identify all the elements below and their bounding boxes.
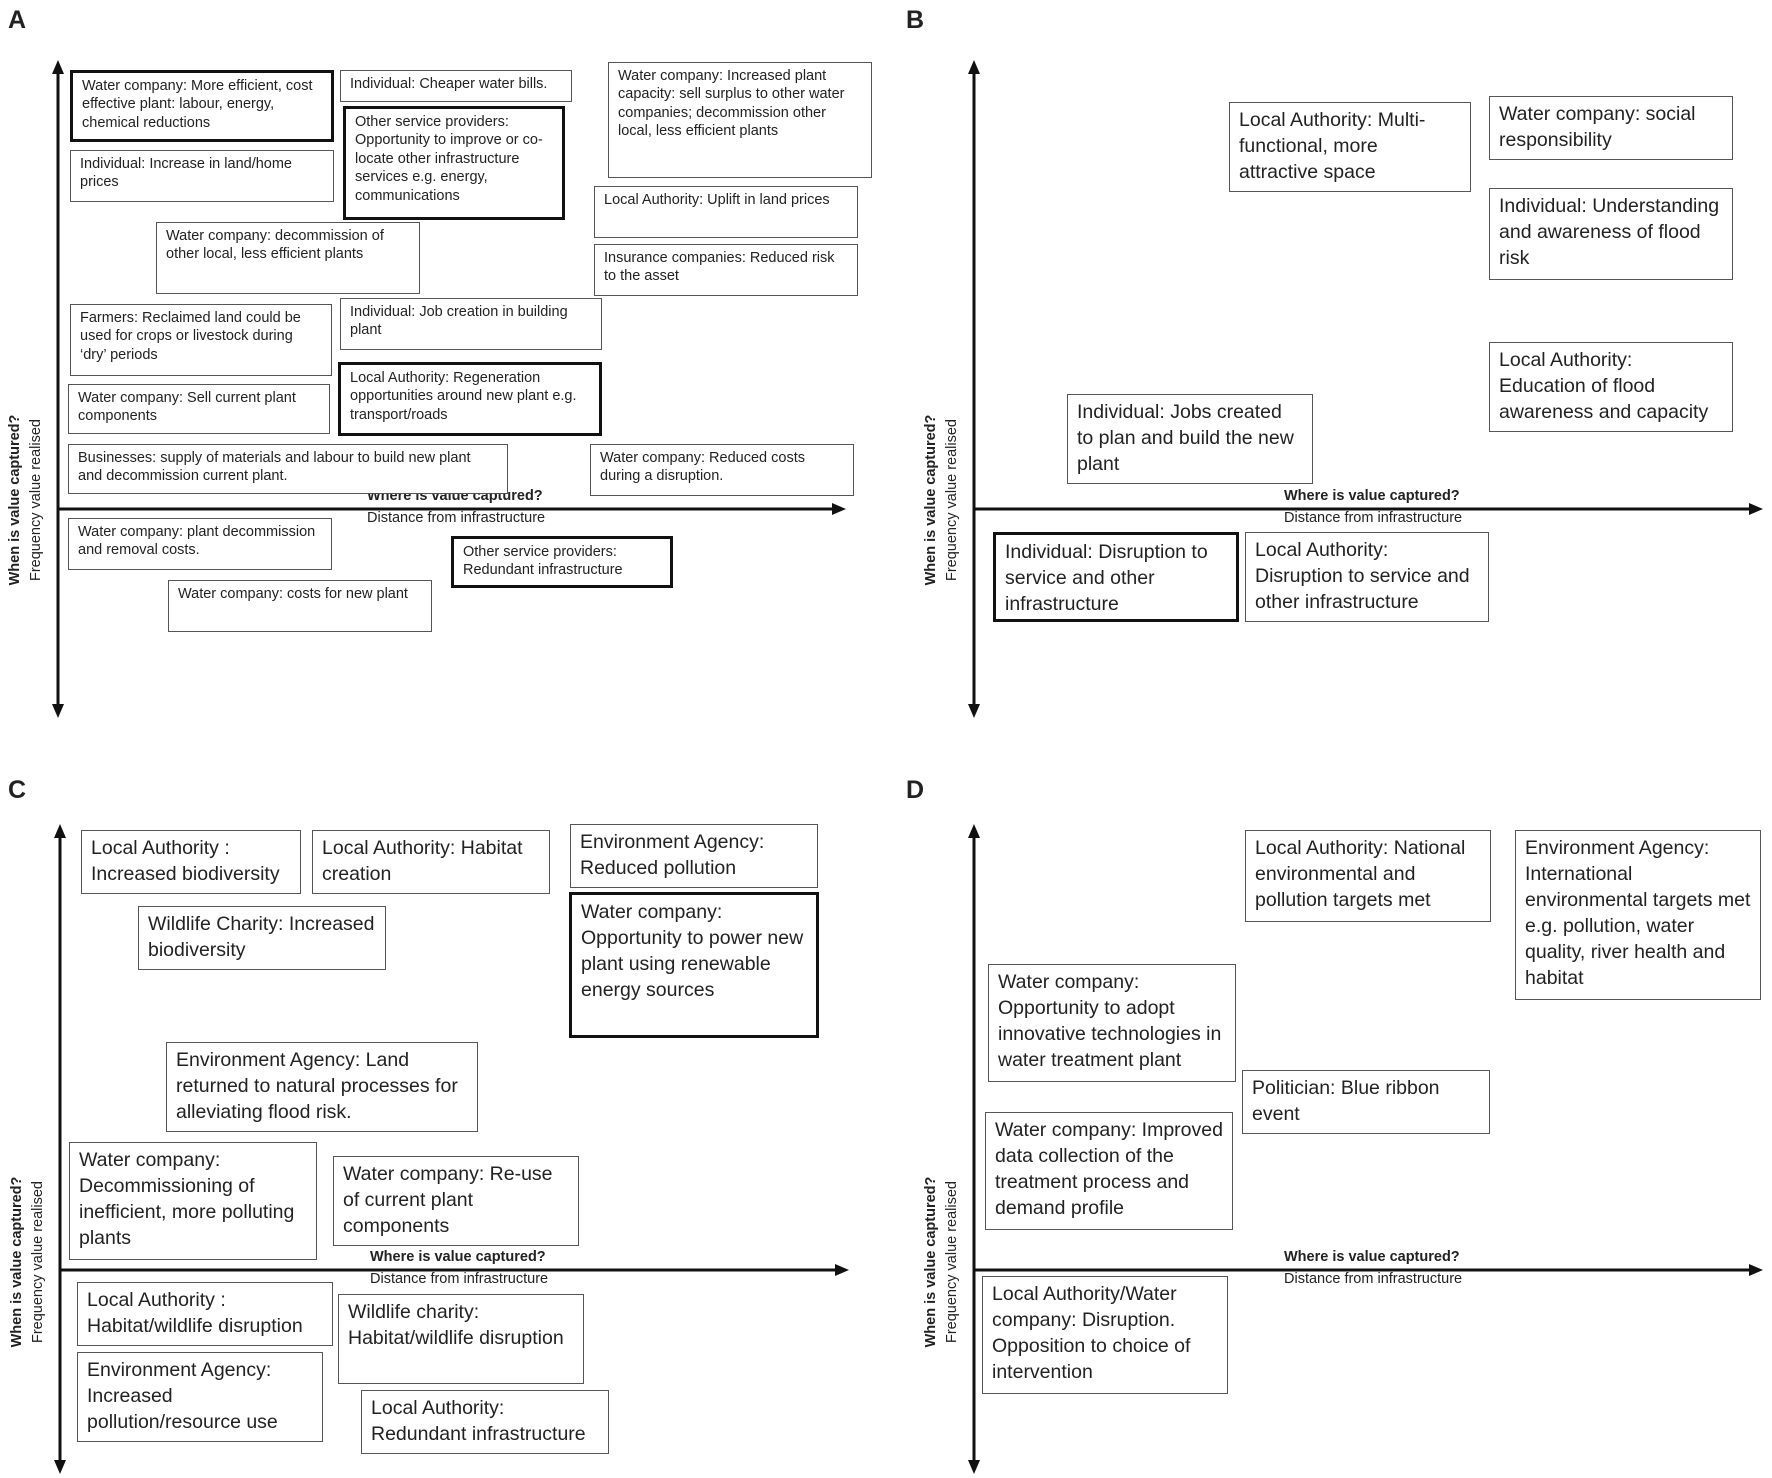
x-axis-subtitle: Distance from infrastructure [1284,1271,1463,1287]
stakeholder-box: Environment Agency: Land returned to nat… [166,1042,478,1132]
y-axis-arrow-down [968,1460,980,1474]
stakeholder-box: Water company: social responsibility [1489,96,1733,160]
panel-label: A [8,6,27,34]
stakeholder-box: Local Authority: Uplift in land prices [594,186,858,238]
stakeholder-box: Water company: decommission of other loc… [156,222,420,294]
stakeholder-box: Local Authority: Multi-functional, more … [1229,102,1471,192]
x-axis-arrow [1749,1264,1763,1276]
stakeholder-box: Local Authority/Water company: Disruptio… [982,1276,1228,1394]
stakeholder-box: Local Authority: Education of flood awar… [1489,342,1733,432]
stakeholder-box: Environment Agency: Increased pollution/… [77,1352,323,1442]
stakeholder-box: Insurance companies: Reduced risk to the… [594,244,858,296]
y-axis-arrow-up [968,60,980,74]
stakeholder-box: Individual: Job creation in building pla… [340,298,602,350]
stakeholder-box: Local Authority : Habitat/wildlife disru… [77,1282,333,1346]
stakeholder-box: Businesses: supply of materials and labo… [68,444,508,494]
panel-label: B [906,6,925,34]
stakeholder-box: Water company: Re-use of current plant c… [333,1156,579,1246]
stakeholder-box: Water company: Sell current plant compon… [68,384,330,434]
x-axis-subtitle: Distance from infrastructure [1284,510,1463,526]
stakeholder-box: Water company: Improved data collection … [985,1112,1233,1230]
x-axis-question: Where is value captured? [1284,1249,1460,1265]
stakeholder-box: Politician: Blue ribbon event [1242,1070,1490,1134]
stakeholder-box: Water company: Opportunity to power new … [569,892,819,1038]
stakeholder-box: Water company: Opportunity to adopt inno… [988,964,1236,1082]
x-axis-arrow [832,503,846,515]
x-axis-question: Where is value captured? [1284,488,1460,504]
y-axis-arrow-up [54,824,66,838]
y-axis-arrow-down [52,704,64,718]
panel-label: D [906,776,925,804]
stakeholder-box: Local Authority: National environmental … [1245,830,1491,922]
stakeholder-box: Individual: Jobs created to plan and bui… [1067,394,1313,484]
stakeholder-box: Environment Agency: International enviro… [1515,830,1761,1000]
x-axis-question: Where is value captured? [370,1249,546,1265]
stakeholder-box: Local Authority: Habitat creation [312,830,550,894]
stakeholder-box: Wildlife charity: Habitat/wildlife disru… [338,1294,584,1384]
y-axis-subtitle: Frequency value realised [944,1180,960,1344]
stakeholder-box: Water company: plant decommission and re… [68,518,332,570]
y-axis-arrow-down [54,1460,66,1474]
stakeholder-box: Wildlife Charity: Increased biodiversity [138,906,386,970]
stakeholder-box: Water company: costs for new plant [168,580,432,632]
stakeholder-box: Water company: Decommissioning of ineffi… [69,1142,317,1260]
stakeholder-box: Local Authority: Redundant infrastructur… [361,1390,609,1454]
x-axis-arrow [1749,503,1763,515]
x-axis-subtitle: Distance from infrastructure [370,1271,549,1287]
y-axis-arrow-up [52,60,64,74]
stakeholder-box: Other service providers: Opportunity to … [343,106,565,220]
stakeholder-box: Local Authority : Increased biodiversity [81,830,301,894]
stakeholder-box: Individual: Understanding and awareness … [1489,188,1733,280]
stakeholder-box: Farmers: Reclaimed land could be used fo… [70,304,332,376]
stakeholder-box: Water company: Reduced costs during a di… [590,444,854,496]
x-axis-arrow [835,1264,849,1276]
stakeholder-box: Environment Agency: Reduced pollution [570,824,818,888]
panel-label: C [8,776,27,804]
stakeholder-box: Water company: More efficient, cost effe… [70,70,334,142]
y-axis-question: When is value captured? [923,1176,939,1348]
stakeholder-box: Individual: Disruption to service and ot… [993,532,1239,622]
y-axis-arrow-up [968,824,980,838]
stakeholder-box: Local Authority: Regeneration opportunit… [338,362,602,436]
stakeholder-box: Local Authority: Disruption to service a… [1245,532,1489,622]
x-axis-subtitle: Distance from infrastructure [367,510,546,526]
y-axis-arrow-down [968,704,980,718]
stakeholder-box: Individual: Increase in land/home prices [70,150,334,202]
stakeholder-box: Individual: Cheaper water bills. [340,70,572,102]
stakeholder-box: Other service providers: Redundant infra… [451,536,673,588]
stakeholder-box: Water company: Increased plant capacity:… [608,62,872,178]
